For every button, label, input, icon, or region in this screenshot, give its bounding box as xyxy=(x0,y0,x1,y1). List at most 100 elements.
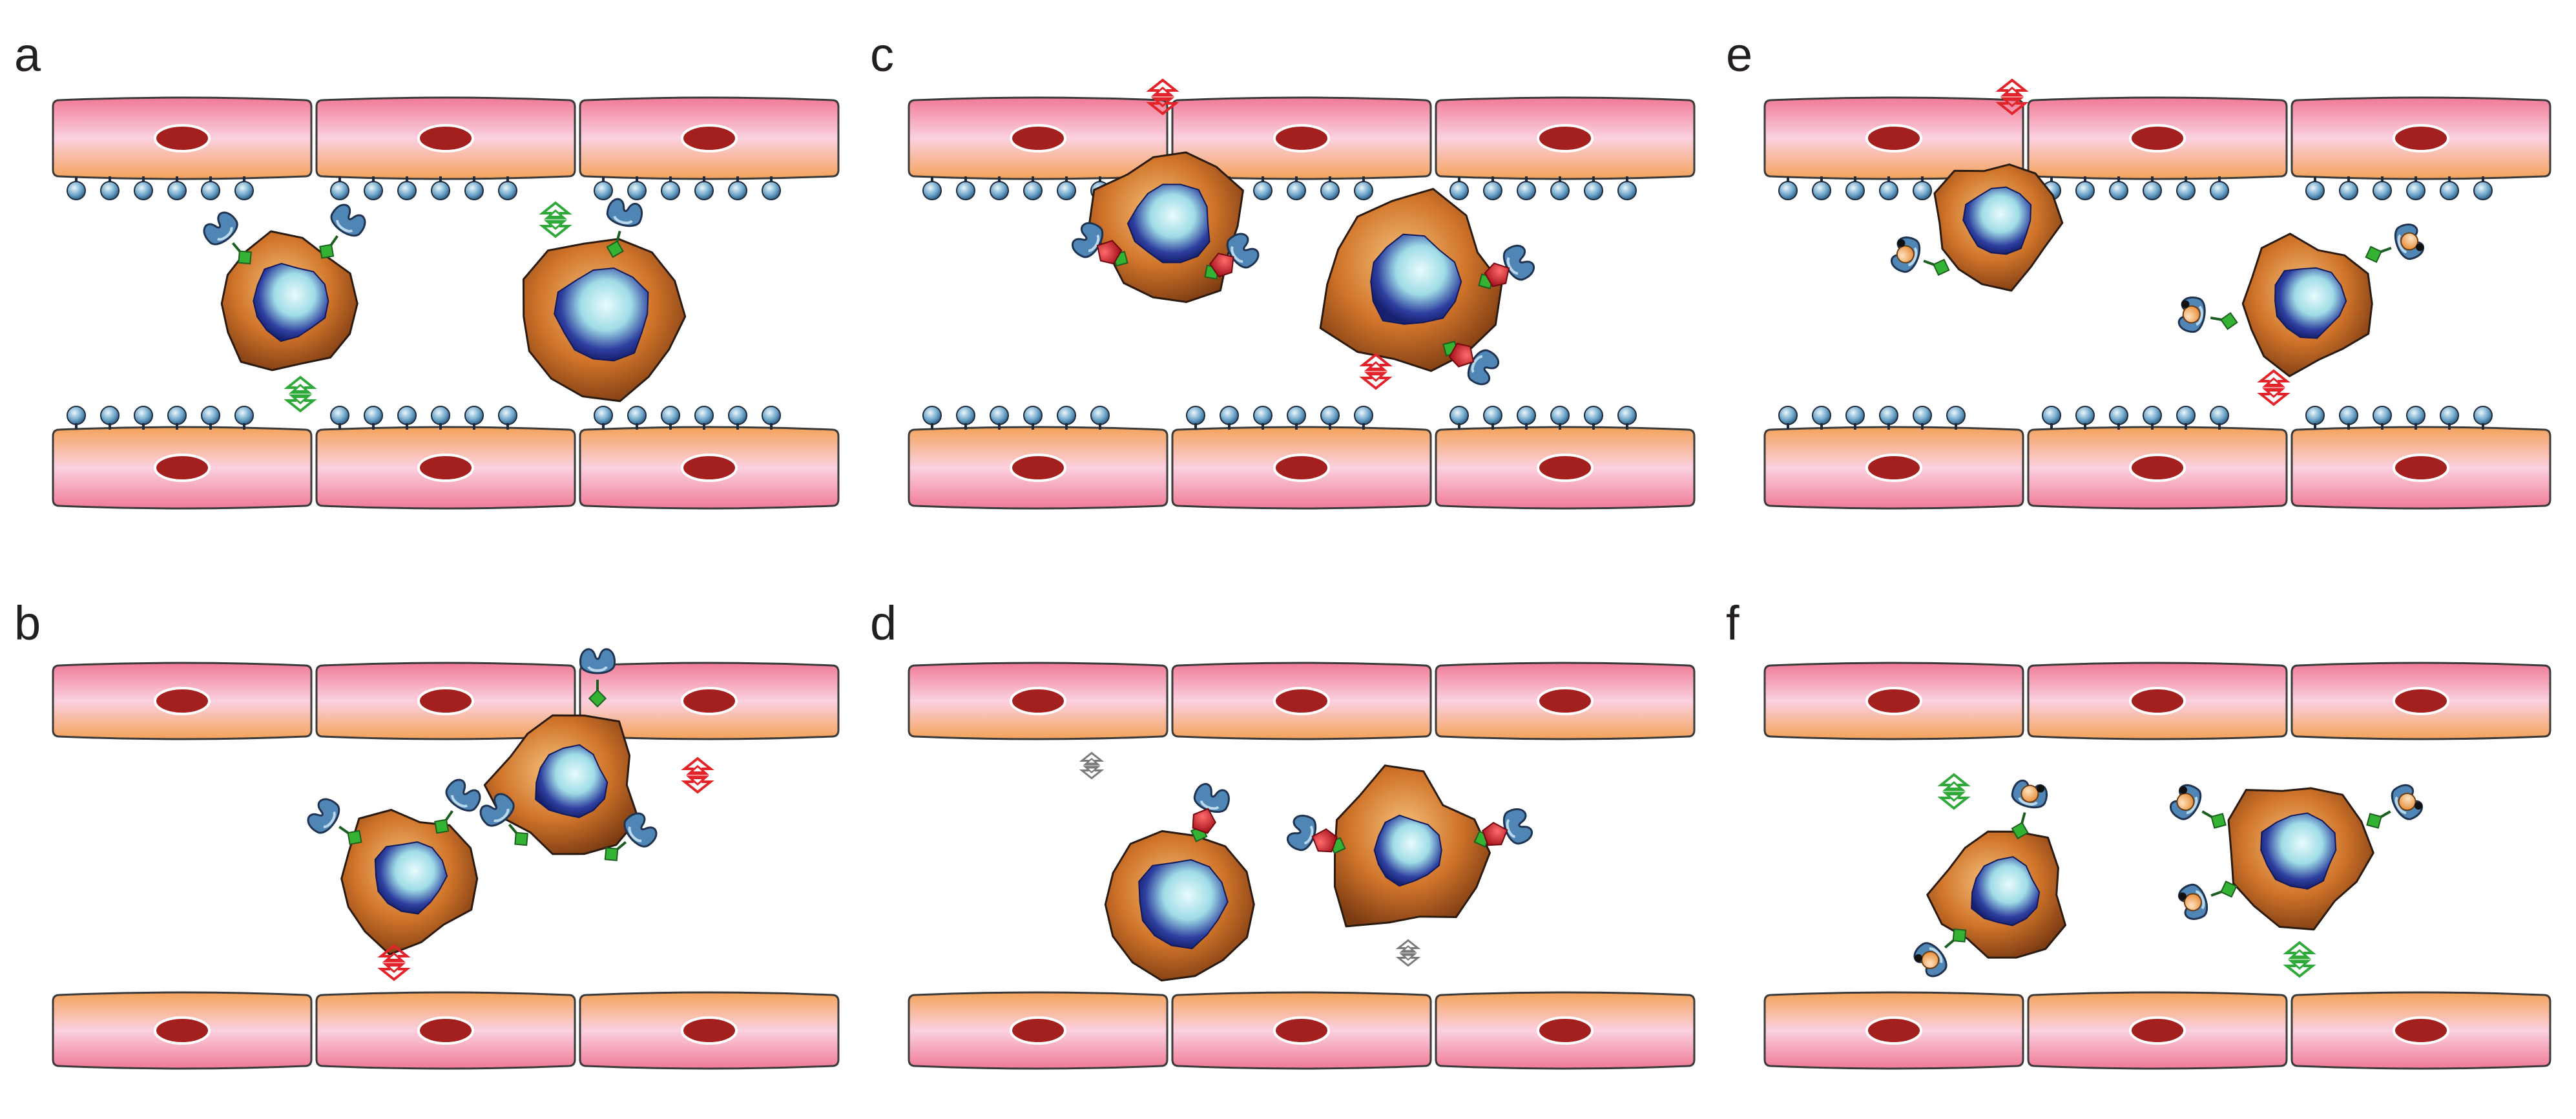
claw-receptor-icon xyxy=(198,207,244,251)
red-ligand xyxy=(1482,822,1508,846)
endothelial-cell xyxy=(52,96,313,180)
adhesion-molecule xyxy=(2143,176,2162,200)
endothelial-nucleus xyxy=(1010,687,1066,715)
endothelial-cell xyxy=(579,662,840,740)
endothelial-nucleus xyxy=(2393,1016,2449,1045)
adhesion-molecule xyxy=(2109,176,2128,200)
leukocyte-nucleus xyxy=(1373,814,1442,887)
red-ligand xyxy=(1484,262,1510,288)
adhesion-molecule xyxy=(1354,176,1373,200)
adhesion-molecule xyxy=(661,176,680,200)
endothelial-nucleus xyxy=(681,124,738,152)
linker-square xyxy=(2366,813,2382,829)
adhesion-molecule xyxy=(100,406,119,430)
endothelial-cell xyxy=(579,96,840,180)
linker-square xyxy=(434,819,450,834)
adhesion-molecule xyxy=(728,406,747,430)
receptor xyxy=(1283,811,1346,855)
adhesion-molecule xyxy=(498,406,517,430)
up-down-double-arrow-icon xyxy=(2285,941,2314,978)
black-dot xyxy=(1915,954,1923,962)
adhesion-molecule xyxy=(922,176,942,200)
endothelial-cell xyxy=(2027,96,2288,180)
receptor xyxy=(303,793,362,845)
black-dot xyxy=(2178,892,2186,901)
adhesion-molecule xyxy=(2109,406,2128,430)
endothelial-cell xyxy=(908,96,1169,180)
adhesion-molecule xyxy=(2075,176,2095,200)
endothelial-nucleus xyxy=(417,124,474,152)
adhesion-molecule xyxy=(1778,176,1798,200)
adhesion-molecule xyxy=(1483,406,1502,430)
claw-receptor-icon xyxy=(1499,804,1536,848)
black-dot xyxy=(2416,243,2424,251)
panel-label-e: e xyxy=(1726,28,1752,81)
endothelial-nucleus xyxy=(1273,1016,1330,1045)
endothelial-cell xyxy=(1435,96,1696,180)
up-down-double-arrow-icon xyxy=(541,202,570,238)
adhesion-molecule xyxy=(67,176,86,200)
receptor xyxy=(1478,240,1539,289)
adhesion-molecule xyxy=(1057,176,1076,200)
endothelial-nucleus xyxy=(1010,1016,1066,1045)
adhesion-molecule xyxy=(1879,176,1898,200)
adhesion-molecule xyxy=(694,176,714,200)
claw-receptor-icon xyxy=(1190,780,1234,817)
receptor xyxy=(2008,777,2051,840)
endothelial-cell xyxy=(2290,991,2551,1070)
endothelial-nucleus xyxy=(154,124,211,152)
adhesion-molecule xyxy=(661,406,680,430)
leukocyte-nucleus xyxy=(1138,859,1229,950)
panel-b: b xyxy=(14,596,840,1070)
endothelial-cell xyxy=(1171,662,1432,740)
adhesion-molecule xyxy=(1550,176,1570,200)
endothelial-cell xyxy=(2290,96,2551,180)
endothelial-cell xyxy=(1763,991,2024,1070)
receptor xyxy=(2176,294,2238,335)
receptor xyxy=(603,196,646,258)
adhesion-molecule xyxy=(397,406,417,430)
adhesion-molecule xyxy=(762,176,781,200)
black-dot xyxy=(2179,786,2188,794)
receptor xyxy=(2365,220,2427,264)
receptor xyxy=(475,788,528,846)
endothelial-cell xyxy=(1435,662,1696,740)
claw-receptor-icon xyxy=(603,196,646,231)
adhesion-molecule xyxy=(694,406,714,430)
adhesion-molecule xyxy=(234,176,254,200)
adhesion-molecule xyxy=(1879,406,1898,430)
endothelial-nucleus xyxy=(1010,124,1066,152)
adhesion-molecule xyxy=(1253,176,1272,200)
adhesion-molecule xyxy=(1584,406,1603,430)
adhesion-molecule xyxy=(464,176,484,200)
endothelial-nucleus xyxy=(154,687,211,715)
adhesion-molecule xyxy=(2042,406,2061,430)
adhesion-molecule xyxy=(1845,406,1865,430)
endothelial-nucleus xyxy=(1537,687,1594,715)
endothelial-nucleus xyxy=(681,1016,738,1045)
panel-label-a: a xyxy=(14,28,41,81)
endothelial-nucleus xyxy=(1865,124,1922,152)
endothelial-nucleus xyxy=(2129,454,2186,482)
black-dot xyxy=(1897,239,1906,247)
receptor xyxy=(604,808,662,861)
claw-receptor-icon xyxy=(579,647,616,675)
adhesion-molecule xyxy=(134,176,153,200)
endothelial-nucleus xyxy=(1273,124,1330,152)
leukocyte xyxy=(483,714,639,855)
adhesion-molecule xyxy=(2210,406,2229,430)
endothelial-nucleus xyxy=(417,454,474,482)
orange-ligand xyxy=(1921,950,1940,969)
adhesion-molecule xyxy=(2339,176,2358,200)
linker-square xyxy=(1952,928,1967,943)
linker-square xyxy=(347,830,362,845)
receptor xyxy=(1887,233,1950,277)
endothelial-cell xyxy=(315,991,576,1070)
black-dot xyxy=(2037,784,2045,793)
endothelial-cell xyxy=(2290,426,2551,510)
red-ligand xyxy=(1448,342,1475,368)
endothelial-cell xyxy=(579,426,840,510)
adhesion-molecule xyxy=(762,406,781,430)
adhesion-molecule xyxy=(234,406,254,430)
adhesion-molecule xyxy=(397,176,417,200)
